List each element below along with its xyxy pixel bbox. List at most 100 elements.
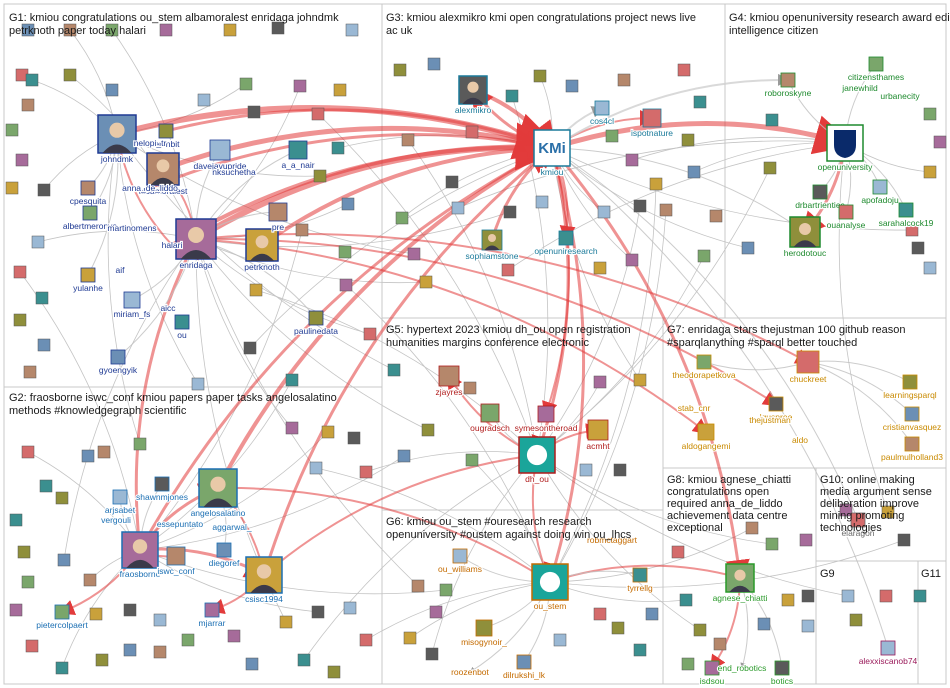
avatar-icon[interactable] [21, 23, 35, 37]
avatar-icon[interactable] [427, 57, 441, 71]
avatar-icon[interactable] [553, 633, 567, 647]
avatar-icon[interactable] [579, 463, 593, 477]
avatar-icon[interactable] [285, 373, 299, 387]
node-nelopi_tr[interactable]: nelopi_tr [133, 137, 168, 149]
avatar-icon[interactable] [681, 657, 695, 671]
avatar-icon[interactable] [801, 619, 815, 633]
node-paulmulholland3[interactable]: paulmulholland3 [880, 436, 944, 463]
avatar-icon[interactable] [359, 633, 373, 647]
avatar-icon[interactable] [17, 545, 31, 559]
avatar-icon[interactable] [741, 241, 755, 255]
avatar-icon[interactable] [419, 275, 433, 289]
avatar-icon[interactable] [123, 603, 137, 617]
avatar-icon[interactable] [905, 223, 919, 237]
avatar-icon[interactable] [911, 241, 925, 255]
avatar-icon[interactable] [411, 579, 425, 593]
node-robmctaggart[interactable]: robmctaggart [586, 534, 639, 546]
node-csisc1994[interactable]: csisc1994 [244, 556, 284, 605]
avatar-icon[interactable] [593, 607, 607, 621]
node-aldogangemi[interactable]: aldogangemi [681, 423, 732, 452]
avatar-icon[interactable] [105, 83, 119, 97]
avatar-icon[interactable] [249, 283, 263, 297]
avatar-icon[interactable] [57, 553, 71, 567]
node-herodotouc[interactable]: herodotouc [783, 216, 828, 259]
avatar-icon[interactable] [687, 165, 701, 179]
avatar-icon[interactable] [401, 133, 415, 147]
node-urbanecity[interactable]: urbanecity [879, 90, 921, 102]
avatar-icon[interactable] [359, 465, 373, 479]
avatar-icon[interactable] [879, 589, 893, 603]
avatar-icon[interactable] [293, 79, 307, 93]
avatar-icon[interactable] [13, 265, 27, 279]
avatar-icon[interactable] [429, 605, 443, 619]
avatar-icon[interactable] [617, 73, 631, 87]
avatar-icon[interactable] [765, 113, 779, 127]
avatar-icon[interactable] [625, 253, 639, 267]
avatar-icon[interactable] [15, 153, 29, 167]
avatar-icon[interactable] [745, 521, 759, 535]
node-learningsparql[interactable]: learningsparql [882, 374, 938, 401]
node-cos4cl[interactable]: cos4cl [589, 100, 615, 127]
avatar-icon[interactable] [271, 21, 285, 35]
node-cristianvasquez[interactable]: cristianvasquez [882, 406, 942, 433]
avatar-icon[interactable] [933, 135, 947, 149]
avatar-icon[interactable] [839, 503, 853, 517]
node-petrknoth[interactable]: petrknoth [243, 228, 281, 273]
node-cpesquita[interactable]: cpesquita [69, 180, 108, 207]
node-symesontheroad[interactable]: symesontheroad [513, 405, 579, 434]
avatar-icon[interactable] [83, 573, 97, 587]
node-yulanhe[interactable]: yulanhe [72, 267, 104, 294]
node-ispotnature[interactable]: ispotnature [630, 108, 674, 139]
avatar-icon[interactable] [159, 23, 173, 37]
avatar-icon[interactable] [37, 338, 51, 352]
node-pietercolpaert[interactable]: pietercolpaert [35, 604, 89, 631]
avatar-icon[interactable] [697, 249, 711, 263]
node-citizensthames[interactable]: citizensthames [847, 56, 905, 83]
node-ougradsch[interactable]: ougradsch [469, 403, 511, 434]
avatar-icon[interactable] [239, 77, 253, 91]
node-paulinedata[interactable]: paulinedata [293, 310, 339, 337]
node-shawnmjones[interactable]: shawnmjones [135, 476, 189, 503]
avatar-icon[interactable] [403, 631, 417, 645]
node-essepuntato[interactable]: essepuntato [156, 518, 205, 530]
avatar-icon[interactable] [243, 341, 257, 355]
avatar-icon[interactable] [321, 425, 335, 439]
node-drbartrienties[interactable]: drbartrienties [794, 184, 846, 211]
node-ou_stem[interactable]: ou_stem [531, 563, 569, 612]
avatar-icon[interactable] [757, 617, 771, 631]
avatar-icon[interactable] [439, 583, 453, 597]
avatar-icon[interactable] [311, 107, 325, 121]
node-roozenbot[interactable]: roozenbot [450, 666, 491, 678]
node-aif[interactable]: aif [114, 264, 126, 276]
node-martinomens[interactable]: martinomens [106, 222, 157, 234]
node-tyrrellg[interactable]: tyrrellg [626, 567, 654, 594]
avatar-icon[interactable] [181, 633, 195, 647]
avatar-icon[interactable] [633, 373, 647, 387]
node-openuniversity[interactable]: openuniversity [816, 124, 874, 173]
avatar-icon[interactable] [625, 153, 639, 167]
avatar-icon[interactable] [55, 661, 69, 675]
node-lguspree[interactable]: lguspree [759, 396, 794, 423]
avatar-icon[interactable] [593, 375, 607, 389]
avatar-icon[interactable] [9, 603, 23, 617]
node-miriam_fs[interactable]: miriam_fs [112, 291, 152, 320]
avatar-icon[interactable] [191, 377, 205, 391]
avatar-icon[interactable] [597, 205, 611, 219]
node-leninbit[interactable]: leninbit [151, 123, 181, 150]
avatar-icon[interactable] [97, 445, 111, 459]
node-nksuchetha[interactable]: nksuchetha [211, 166, 257, 178]
avatar-icon[interactable] [605, 129, 619, 143]
avatar-icon[interactable] [311, 605, 325, 619]
avatar-icon[interactable] [21, 445, 35, 459]
node-botics[interactable]: botics [770, 660, 794, 687]
avatar-icon[interactable] [465, 453, 479, 467]
avatar-icon[interactable] [285, 421, 299, 435]
avatar-icon[interactable] [505, 89, 519, 103]
avatar-icon[interactable] [565, 79, 579, 93]
avatar-icon[interactable] [345, 23, 359, 37]
node-openuniresearch[interactable]: openuniresearch [533, 230, 599, 257]
avatar-icon[interactable] [39, 479, 53, 493]
avatar-icon[interactable] [923, 107, 937, 121]
avatar-icon[interactable] [451, 201, 465, 215]
